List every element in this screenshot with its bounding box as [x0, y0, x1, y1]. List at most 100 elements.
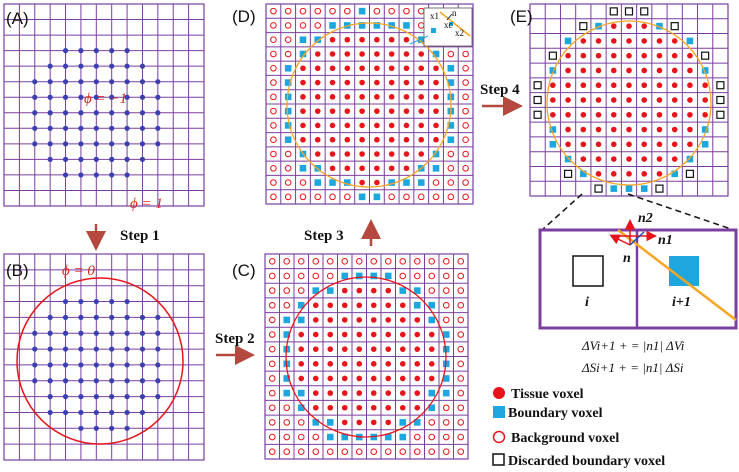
- legend: Tissue voxel Boundary voxel Background v…: [492, 387, 665, 469]
- boundary-voxel: [399, 419, 407, 426]
- black-square-icon: [492, 453, 505, 466]
- grid-node: [32, 330, 38, 336]
- tissue-voxel: [641, 52, 648, 59]
- discarded-voxel: [533, 95, 542, 105]
- tissue-voxel: [565, 126, 571, 133]
- tissue-voxel: [374, 79, 380, 86]
- zoom-line-right: [627, 193, 735, 231]
- grid-node: [47, 94, 53, 100]
- tissue-voxel: [671, 38, 678, 44]
- tissue-voxel: [314, 122, 321, 129]
- tissue-voxel: [399, 390, 406, 396]
- tissue-voxel: [388, 108, 395, 114]
- boundary-voxel: [701, 67, 709, 74]
- boundary-voxel: [355, 272, 363, 280]
- tissue-voxel: [327, 361, 334, 367]
- boundary-voxel: [284, 64, 292, 72]
- tissue-voxel: [595, 97, 602, 103]
- tissue-voxel: [641, 171, 648, 177]
- tissue-voxel: [385, 375, 392, 382]
- level-set-circle: [285, 276, 447, 438]
- background-voxel: [284, 36, 292, 44]
- tissue-voxel: [344, 122, 351, 129]
- grid-node: [155, 378, 161, 384]
- background-voxel: [432, 179, 440, 186]
- tissue-voxel: [329, 51, 336, 57]
- boundary-voxel: [549, 126, 557, 133]
- boundary-voxel: [595, 22, 602, 30]
- grid-node: [124, 298, 130, 305]
- phi-outside-label: ϕ = 1: [130, 196, 163, 212]
- background-voxel: [268, 448, 276, 455]
- background-voxel: [270, 93, 277, 101]
- background-voxel: [268, 272, 276, 280]
- background-voxel: [283, 433, 291, 441]
- tissue-voxel: [388, 79, 395, 86]
- background-voxel: [457, 419, 465, 426]
- boundary-voxel: [413, 301, 421, 309]
- tissue-voxel: [656, 126, 663, 133]
- tissue-voxel: [610, 38, 617, 44]
- boundary-voxel: [341, 272, 349, 280]
- grid-node: [139, 314, 146, 320]
- panel-a-grid: [3, 3, 205, 207]
- grid-node: [139, 378, 146, 384]
- panel-e-label: (E): [510, 7, 533, 26]
- background-voxel: [270, 193, 277, 201]
- tissue-voxel: [610, 126, 617, 133]
- tissue-voxel: [414, 331, 421, 338]
- background-voxel: [370, 448, 378, 455]
- boundary-voxel: [341, 433, 349, 441]
- boundary-voxel: [326, 433, 334, 441]
- discarded-voxel: [716, 81, 725, 90]
- background-voxel: [399, 448, 407, 455]
- level-set-circle: [286, 22, 452, 188]
- panel-c-label: (C): [232, 261, 256, 280]
- grid-node: [78, 314, 84, 320]
- tissue-voxel: [550, 97, 556, 103]
- tissue-voxel: [341, 419, 348, 426]
- tissue-voxel: [312, 346, 319, 352]
- tissue-voxel: [359, 151, 365, 157]
- boundary-voxel: [373, 193, 381, 201]
- background-voxel: [268, 316, 276, 324]
- grid-node: [62, 156, 69, 162]
- inset-xc-label: xc: [444, 20, 453, 30]
- boundary-voxel: [432, 150, 440, 158]
- grid-node: [47, 330, 53, 336]
- tissue-voxel: [565, 67, 571, 74]
- tissue-voxel: [671, 126, 678, 133]
- tissue-voxel: [300, 65, 306, 72]
- tissue-voxel: [641, 38, 648, 44]
- grid-node: [109, 48, 115, 54]
- tissue-voxel: [565, 97, 571, 103]
- tissue-voxel: [344, 165, 351, 172]
- boundary-voxel: [329, 179, 336, 186]
- tissue-voxel: [580, 67, 587, 74]
- tissue-voxel: [418, 108, 425, 114]
- tissue-voxel: [641, 126, 648, 133]
- tissue-voxel: [399, 346, 406, 352]
- background-voxel: [312, 272, 320, 280]
- background-voxel: [442, 316, 450, 324]
- tissue-voxel: [370, 346, 377, 352]
- zoom-n2-label: n2: [638, 211, 653, 226]
- boundary-voxel: [549, 67, 557, 74]
- background-voxel: [283, 448, 291, 455]
- grid-node: [78, 378, 84, 384]
- background-voxel: [299, 179, 307, 186]
- tissue-voxel: [565, 141, 571, 148]
- background-voxel: [270, 122, 277, 129]
- discarded-voxel: [640, 7, 649, 16]
- tissue-voxel: [341, 317, 348, 323]
- grid-node: [62, 314, 69, 320]
- tissue-voxel: [687, 67, 693, 74]
- tissue-voxel: [314, 108, 321, 114]
- background-voxel: [413, 448, 421, 455]
- tissue-voxel: [374, 165, 380, 172]
- tissue-voxel: [327, 404, 334, 411]
- background-voxel: [403, 7, 410, 15]
- boundary-voxel: [417, 179, 425, 186]
- background-voxel: [270, 164, 277, 172]
- boundary-voxel: [373, 22, 381, 29]
